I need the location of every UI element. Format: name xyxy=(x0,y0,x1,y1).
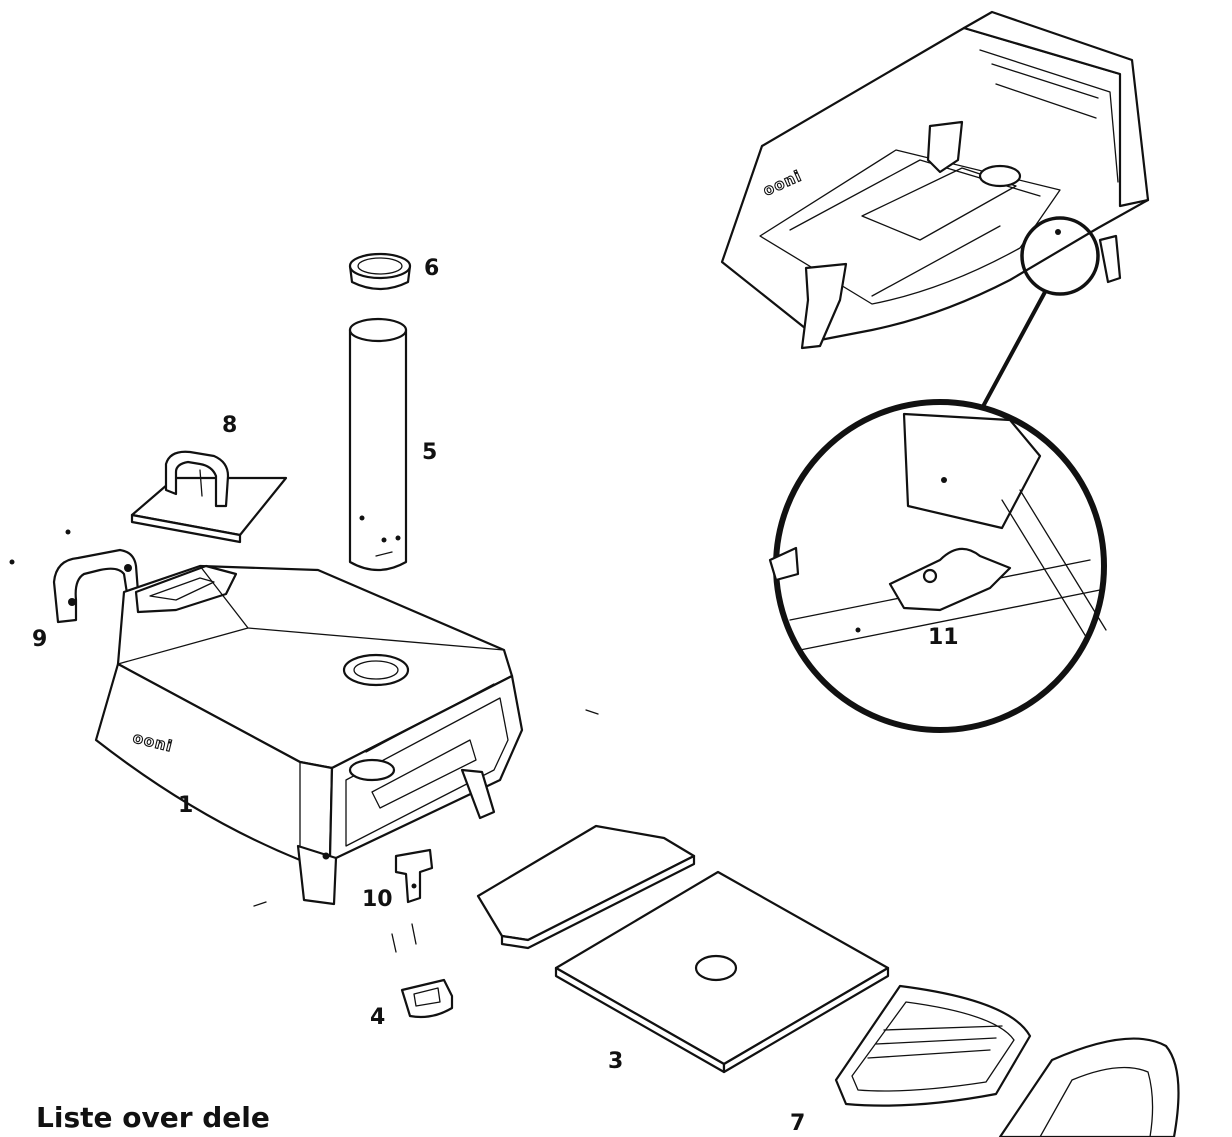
part-10-mounting-bracket xyxy=(391,848,434,953)
part-9-handle-bracket xyxy=(9,529,140,624)
callout-6: 6 xyxy=(424,256,439,281)
part-8-door xyxy=(130,450,288,544)
callout-11: 11 xyxy=(928,625,959,650)
callout-3: 3 xyxy=(608,1049,623,1074)
oven-underside-view: ooni xyxy=(720,10,1150,350)
callout-4: 4 xyxy=(370,1005,385,1030)
part-5-chimney xyxy=(348,317,408,572)
part-stone-upper xyxy=(476,824,696,950)
part-7-burner-tray xyxy=(834,984,1180,1137)
callout-1: 1 xyxy=(178,793,193,818)
callout-7: 7 xyxy=(790,1111,805,1136)
callout-9: 9 xyxy=(32,627,47,652)
part-4-gas-control xyxy=(400,978,454,1019)
callout-8: 8 xyxy=(222,413,237,438)
part-3-baking-stone xyxy=(554,870,890,1074)
parts-list-heading: Liste over dele xyxy=(36,1101,270,1134)
callout-10: 10 xyxy=(362,887,393,912)
callout-5: 5 xyxy=(422,440,437,465)
callout-labels: 6 5 8 9 1 10 4 3 7 11 xyxy=(32,256,959,1136)
part-1-oven-body: ooni xyxy=(94,564,599,907)
part-6-chimney-cap xyxy=(348,252,412,291)
detail-magnifier xyxy=(768,216,1107,733)
